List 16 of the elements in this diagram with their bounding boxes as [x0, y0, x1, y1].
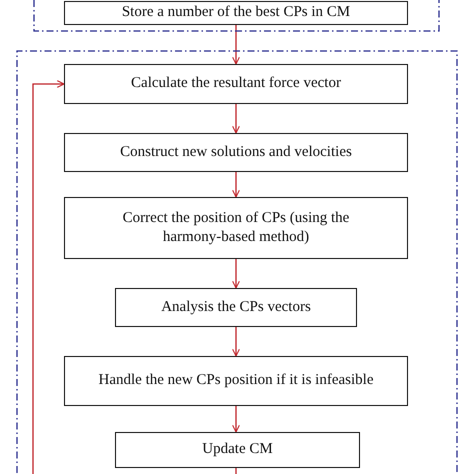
arrow [232, 172, 240, 198]
process-box: Calculate the resultant force vector [64, 64, 408, 104]
process-box: Construct new solutions and velocities [64, 133, 408, 172]
process-box: Analysis the CPs vectors [115, 288, 357, 327]
arrow [232, 327, 240, 357]
process-box: Store a number of the best CPs in CM [64, 1, 408, 25]
arrow [232, 259, 240, 289]
process-box: Update CM [115, 432, 360, 468]
arrow [232, 104, 240, 134]
process-box: Handle the new CPs position if it is infeasible [64, 356, 408, 406]
arrow [232, 25, 240, 65]
arrow [232, 406, 240, 433]
arrow [32, 80, 65, 474]
process-box: Correct the position of CPs (using the harmony-based method) [64, 197, 408, 259]
dashed-group-frame [33, 0, 440, 32]
dashed-group-frame [16, 50, 458, 474]
